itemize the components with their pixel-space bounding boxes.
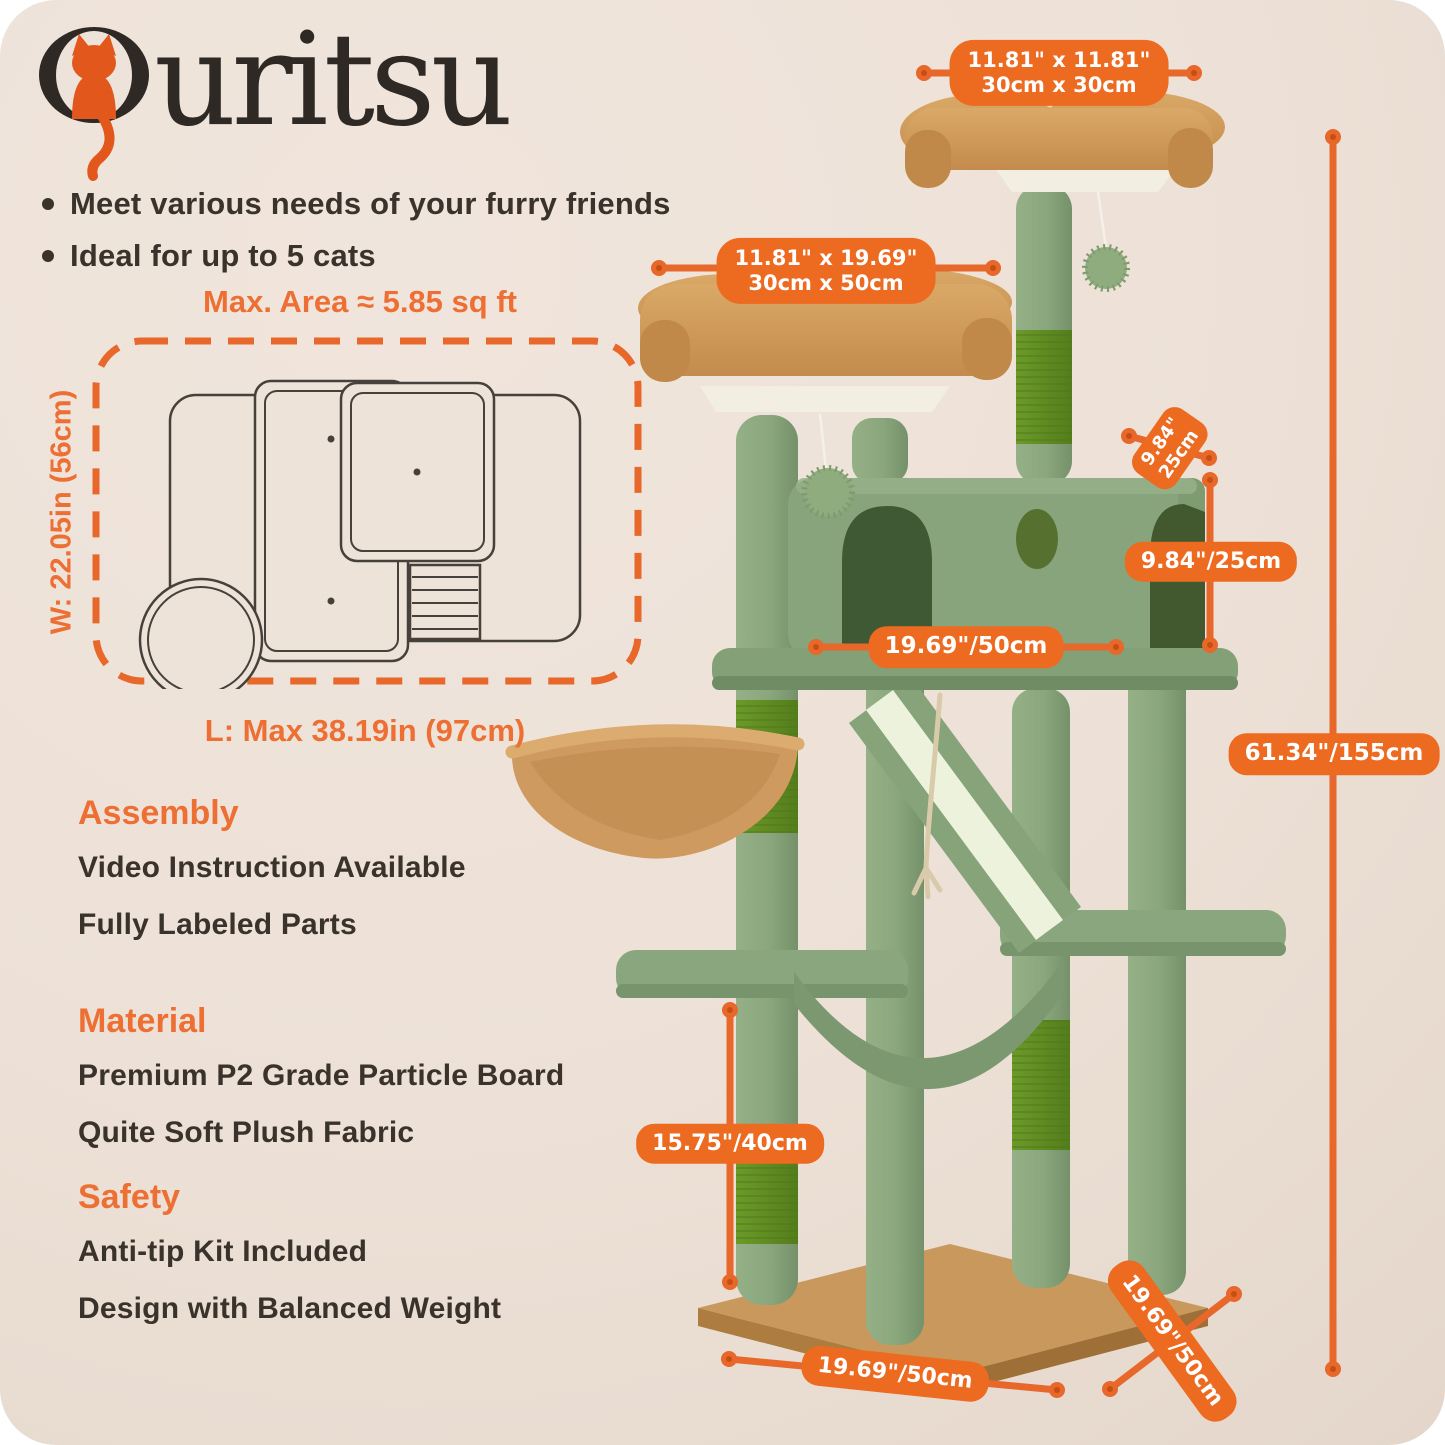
floorplan-length-label: L: Max 38.19in (97cm) xyxy=(204,713,526,748)
scratching-ramp xyxy=(849,677,1081,953)
dim-second-perch-cm: 30cm x 50cm xyxy=(748,271,904,295)
pompom-ball xyxy=(1082,244,1130,292)
section-title: Material xyxy=(78,1002,207,1040)
section-title: Safety xyxy=(78,1178,181,1216)
section-title: Assembly xyxy=(78,794,239,832)
feature-bullet-2: Ideal for up to 5 cats xyxy=(42,238,376,274)
feature-text: Meet various needs of your furry friends xyxy=(70,186,671,221)
feature-text: Ideal for up to 5 cats xyxy=(70,238,376,273)
floorplan-title: Max. Area ≈ 5.85 sq ft xyxy=(203,284,517,319)
bullet-dot-icon xyxy=(42,198,54,210)
right-platform xyxy=(1000,910,1286,956)
condo-peek-hole xyxy=(1016,509,1058,569)
logo-wordmark: uritsu xyxy=(154,6,513,155)
section-item: Fully Labeled Parts xyxy=(78,908,357,941)
section-item: Quite Soft Plush Fabric xyxy=(78,1116,415,1149)
condo-house xyxy=(788,478,1205,660)
logo-o-with-cat xyxy=(39,27,149,181)
dim-second-perch-in: 11.81" x 19.69" xyxy=(734,245,918,270)
cat-silhouette-icon xyxy=(72,34,116,181)
short-post xyxy=(852,418,908,484)
dim-total-height: 61.34"/155cm xyxy=(1228,733,1440,775)
rope-toy xyxy=(911,692,943,900)
brand-logo: uritsu xyxy=(36,17,513,186)
feature-bullet-1: Meet various needs of your furry friends xyxy=(42,186,671,222)
center-post xyxy=(866,655,924,1345)
dim-top-perch-in: 11.81" x 11.81" xyxy=(967,47,1151,72)
top-post xyxy=(1016,185,1072,485)
toy-string xyxy=(1096,191,1108,249)
pompom-ball-2 xyxy=(801,465,855,519)
hammock xyxy=(794,960,1064,1090)
section-item: Video Instruction Available xyxy=(78,851,466,884)
left-platform xyxy=(616,950,908,998)
toy-string-2 xyxy=(818,413,828,471)
condo-door-arch xyxy=(842,506,932,660)
section-item: Anti-tip Kit Included xyxy=(78,1235,368,1268)
right-post xyxy=(1128,655,1186,1295)
dim-top-perch-cm: 30cm x 30cm xyxy=(981,73,1137,97)
dim-condo-width: 19.69"/50cm xyxy=(868,626,1064,668)
section-material: Material Premium P2 Grade Particle Board… xyxy=(78,1002,564,1173)
dim-second-perch: 11.81" x 19.69" 30cm x 50cm xyxy=(716,237,936,305)
section-safety: Safety Anti-tip Kit Included Design with… xyxy=(78,1178,501,1349)
floorplan-dashed-border xyxy=(92,337,642,685)
section-item: Premium P2 Grade Particle Board xyxy=(78,1059,565,1092)
dim-top-perch: 11.81" x 11.81" 30cm x 30cm xyxy=(949,39,1169,107)
condo-platform xyxy=(712,648,1238,690)
floorplan-basket-outline xyxy=(138,577,264,689)
floorplan-width-label: W: 22.05in (56cm) xyxy=(45,389,78,635)
bullet-dot-icon xyxy=(42,250,54,262)
plush-basket xyxy=(505,724,805,859)
dim-lower-height: 15.75"/40cm xyxy=(636,1123,824,1165)
section-item: Design with Balanced Weight xyxy=(78,1292,502,1325)
top-perch xyxy=(900,91,1225,192)
section-assembly: Assembly Video Instruction Available Ful… xyxy=(78,794,466,965)
floorplan-diagram xyxy=(92,337,642,689)
dim-condo-height: 9.84"/25cm xyxy=(1124,541,1298,583)
